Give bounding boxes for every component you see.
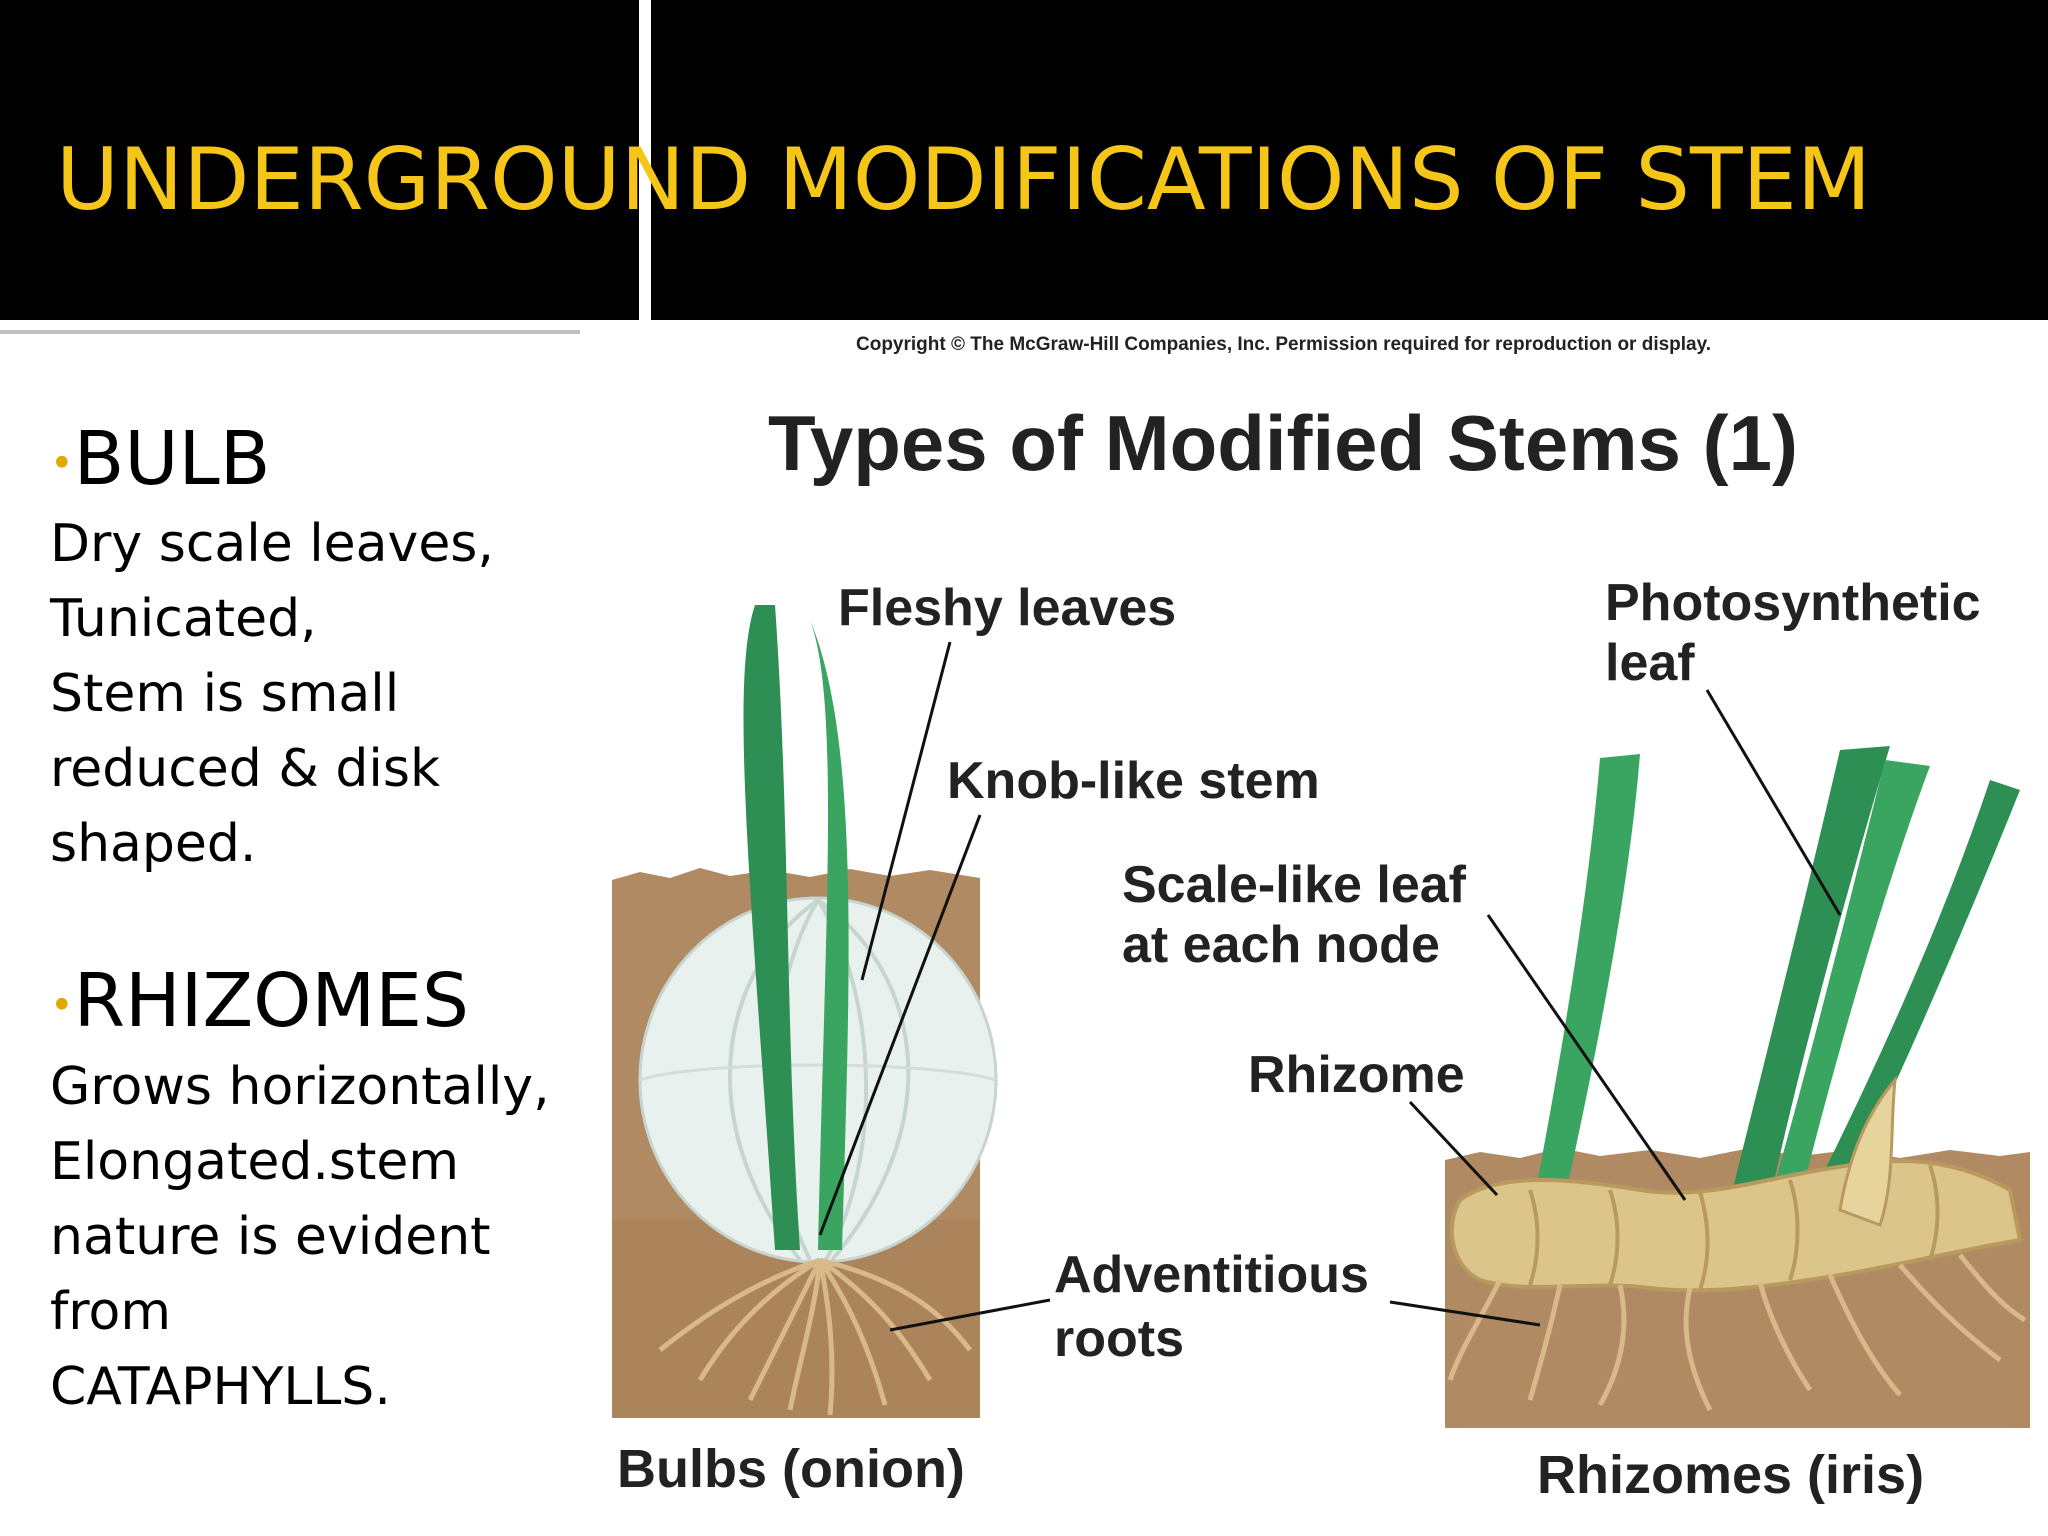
rhizome-line: Elongated.stem bbox=[50, 1131, 459, 1192]
slide-title: UNDERGROUND MODIFICATIONS OF STEM bbox=[56, 130, 1872, 230]
iris-nodes bbox=[1528, 1164, 1940, 1291]
header-divider bbox=[639, 0, 651, 320]
modified-stems-figure: Copyright © The McGraw-Hill Companies, I… bbox=[612, 334, 2030, 1505]
label-fleshy-leaves: Fleshy leaves bbox=[838, 579, 1176, 637]
label-roots: roots bbox=[1054, 1310, 1184, 1368]
leader-knob-like-stem bbox=[818, 814, 982, 1236]
onion-leaf bbox=[743, 605, 800, 1250]
leader-adventitious-bulb bbox=[889, 1298, 1051, 1332]
section-heading-bulb: •BULB bbox=[50, 416, 271, 502]
onion-scale-line bbox=[639, 1063, 997, 1082]
bulb-line: Stem is small bbox=[50, 664, 400, 725]
iris-leaf bbox=[1810, 780, 2020, 1200]
rhizome-line: from bbox=[50, 1281, 172, 1342]
bulb-line: Tunicated, bbox=[50, 589, 317, 650]
section-rhizomes: •RHIZOMES Grows horizontally, Elongated.… bbox=[50, 957, 590, 1424]
onion-roots bbox=[658, 1257, 972, 1416]
bullet-icon: • bbox=[50, 440, 74, 487]
onion-scale-line bbox=[816, 898, 911, 1262]
rhizome-line: nature is evident bbox=[50, 1206, 491, 1267]
onion-leaf bbox=[810, 620, 849, 1250]
section-bulb: •BULB Dry scale leaves, Tunicated, Stem … bbox=[50, 415, 590, 882]
bulb-line: reduced & disk bbox=[50, 739, 441, 800]
bulb-line: Dry scale leaves, bbox=[50, 514, 494, 575]
iris-leaf bbox=[1770, 760, 1930, 1200]
iris-roots bbox=[1447, 1253, 2027, 1412]
label-adventitious: Adventitious bbox=[1054, 1246, 1369, 1304]
label-scale-like-leaf: Scale-like leaf bbox=[1122, 856, 1467, 914]
leader-rhizome bbox=[1408, 1100, 1499, 1197]
rhizome-line: Grows horizontally, bbox=[50, 1056, 550, 1117]
label-photosynthetic: Photosynthetic bbox=[1605, 574, 1981, 632]
caption-rhizomes-iris: Rhizomes (iris) bbox=[1537, 1445, 1924, 1505]
iris-bud bbox=[1838, 1075, 1897, 1227]
label-at-each-node: at each node bbox=[1122, 916, 1440, 974]
slide-header bbox=[0, 0, 2048, 320]
bulb-line: shaped. bbox=[50, 814, 257, 875]
leader-scale-like-leaf bbox=[1486, 914, 1687, 1201]
figure-copyright: Copyright © The McGraw-Hill Companies, I… bbox=[856, 334, 1711, 355]
rhizome-line: CATAPHYLLS. bbox=[50, 1356, 391, 1417]
label-rhizome: Rhizome bbox=[1248, 1046, 1465, 1104]
title-underline bbox=[0, 330, 580, 334]
bullet-icon: • bbox=[50, 982, 74, 1029]
iris-illustration bbox=[1445, 746, 2030, 1428]
leader-adventitious-rhizome bbox=[1389, 1300, 1541, 1327]
figure-title: Types of Modified Stems (1) bbox=[768, 399, 1798, 487]
section-heading-rhizomes: •RHIZOMES bbox=[50, 958, 469, 1045]
label-leaf: leaf bbox=[1605, 634, 1695, 692]
label-knob-like-stem: Knob-like stem bbox=[947, 752, 1320, 810]
left-text-panel: •BULB Dry scale leaves, Tunicated, Stem … bbox=[50, 415, 590, 1425]
caption-bulbs-onion: Bulbs (onion) bbox=[617, 1439, 965, 1499]
iris-leaf bbox=[1530, 754, 1640, 1220]
leader-fleshy-leaves bbox=[860, 641, 952, 981]
leader-photosynthetic-leaf bbox=[1705, 689, 1842, 916]
onion-illustration bbox=[612, 605, 998, 1418]
iris-leaf bbox=[1730, 746, 1890, 1200]
onion-bulb bbox=[638, 896, 998, 1264]
